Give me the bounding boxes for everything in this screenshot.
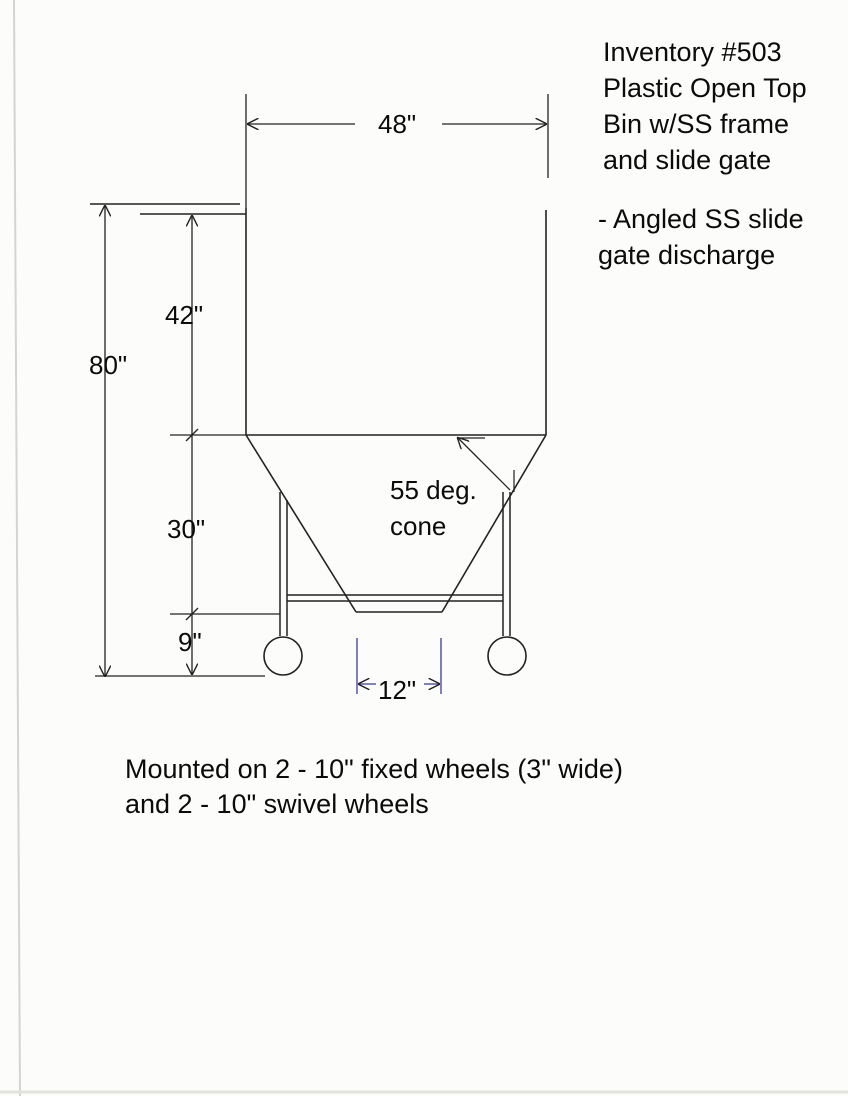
dim-outlet-label: 12": [378, 675, 417, 705]
wheel-note-line2: and 2 - 10" swivel wheels: [125, 789, 429, 819]
dim-width-label: 48": [378, 109, 417, 139]
angle-leader: [458, 438, 511, 491]
dim-overall-height-label: 80": [89, 350, 128, 380]
title-material: Plastic Open Top: [603, 73, 807, 103]
cone-type-label: cone: [390, 511, 447, 541]
title-frame: Bin w/SS frame: [603, 109, 790, 139]
wheel-note-line1: Mounted on 2 - 10" fixed wheels (3" wide…: [125, 754, 623, 784]
dim-bin-height-label: 42": [165, 300, 204, 330]
right-wheel: [487, 636, 527, 676]
feature-note-line1: - Angled SS slide: [598, 204, 804, 234]
cone-angle-label: 55 deg.: [390, 475, 477, 505]
dim-cone-height-label: 30": [167, 514, 206, 544]
chain-tick-30-9: [185, 607, 199, 621]
dim-leg-clearance-label: 9": [178, 627, 202, 657]
left-wheel: [263, 636, 303, 676]
paper-left-edge: [13, 0, 21, 1096]
title-gate: and slide gate: [603, 145, 772, 175]
feature-note-line2: gate discharge: [598, 240, 776, 270]
cone-right-side: [441, 434, 547, 613]
cone-left-side: [245, 434, 357, 613]
title-inventory-number: Inventory #503: [603, 37, 782, 67]
chain-tick-42-30: [185, 428, 199, 442]
